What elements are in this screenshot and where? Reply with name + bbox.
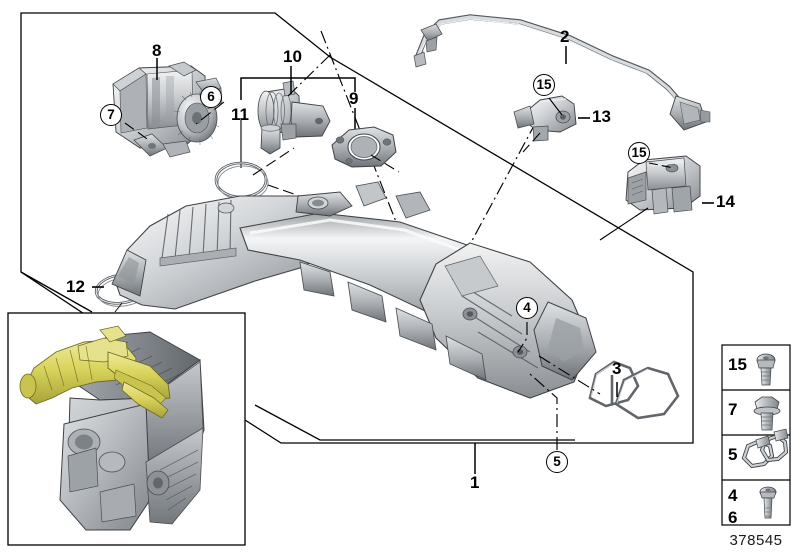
inset-engine-illustration bbox=[19, 325, 205, 531]
callout-label-2: 2 bbox=[560, 27, 570, 46]
leader-15a bbox=[548, 97, 563, 116]
legend-number-15: 15 bbox=[728, 355, 747, 374]
legend-number-7: 7 bbox=[728, 400, 738, 419]
leader-12c bbox=[114, 302, 123, 313]
leader-oring-manifold bbox=[252, 147, 312, 201]
leader-5 bbox=[529, 373, 558, 450]
callout-circle-4: 4 bbox=[516, 297, 538, 319]
leader-4 bbox=[517, 322, 528, 353]
leader-15b bbox=[648, 162, 675, 169]
legend-hardware-4-6 bbox=[759, 486, 777, 519]
callout-label-1: 1 bbox=[470, 473, 480, 492]
callout-circle-15b: 15 bbox=[628, 142, 650, 164]
leader-13-dash bbox=[522, 132, 541, 153]
part-10-control-valve bbox=[257, 80, 331, 155]
part-1-intake-manifold bbox=[111, 181, 597, 399]
legend-number-4: 4 bbox=[728, 486, 738, 505]
part-14-sensor-bracket bbox=[625, 155, 701, 215]
callout-circle-5: 5 bbox=[546, 451, 568, 473]
legend-hardware-15 bbox=[756, 353, 776, 386]
group-bracket-11-9 bbox=[240, 77, 356, 100]
leader-frame-to-inset bbox=[20, 271, 93, 313]
legend-hardware-5 bbox=[741, 428, 789, 469]
leader-9-dash bbox=[370, 154, 400, 173]
callout-label-11: 11 bbox=[231, 105, 249, 124]
part-3-manifold-gasket bbox=[588, 360, 680, 420]
callout-circle-15a: 15 bbox=[533, 74, 555, 96]
legend-number-6: 6 bbox=[728, 508, 738, 527]
leader-6 bbox=[195, 101, 225, 125]
leader-valve-frame bbox=[287, 54, 331, 97]
part-13-position-sensor bbox=[513, 95, 577, 142]
part-8-actuator-motor bbox=[112, 61, 223, 158]
legend-hardware-7 bbox=[753, 396, 781, 431]
callout-label-3: 3 bbox=[612, 359, 622, 378]
callout-label-9: 9 bbox=[349, 89, 359, 108]
part-11-o-ring bbox=[214, 161, 269, 201]
part-9-flange-gasket bbox=[331, 126, 397, 168]
part-2-sensor-cable bbox=[413, 14, 711, 131]
leader-3-dash bbox=[538, 355, 601, 395]
diagram-part-number: 378545 bbox=[729, 532, 783, 549]
callout-label-13: 13 bbox=[592, 107, 611, 126]
legend-number-5: 5 bbox=[728, 445, 738, 464]
callout-circle-6: 6 bbox=[200, 86, 222, 108]
callout-label-10: 10 bbox=[283, 47, 302, 66]
leader-7 bbox=[124, 122, 151, 142]
callout-label-8: 8 bbox=[152, 41, 162, 60]
callout-label-12: 12 bbox=[66, 277, 85, 296]
callout-label-14: 14 bbox=[716, 192, 735, 211]
callout-circle-7: 7 bbox=[100, 104, 122, 126]
leader-inset-to-manifold bbox=[254, 404, 575, 441]
leader-14-dash bbox=[599, 207, 649, 241]
